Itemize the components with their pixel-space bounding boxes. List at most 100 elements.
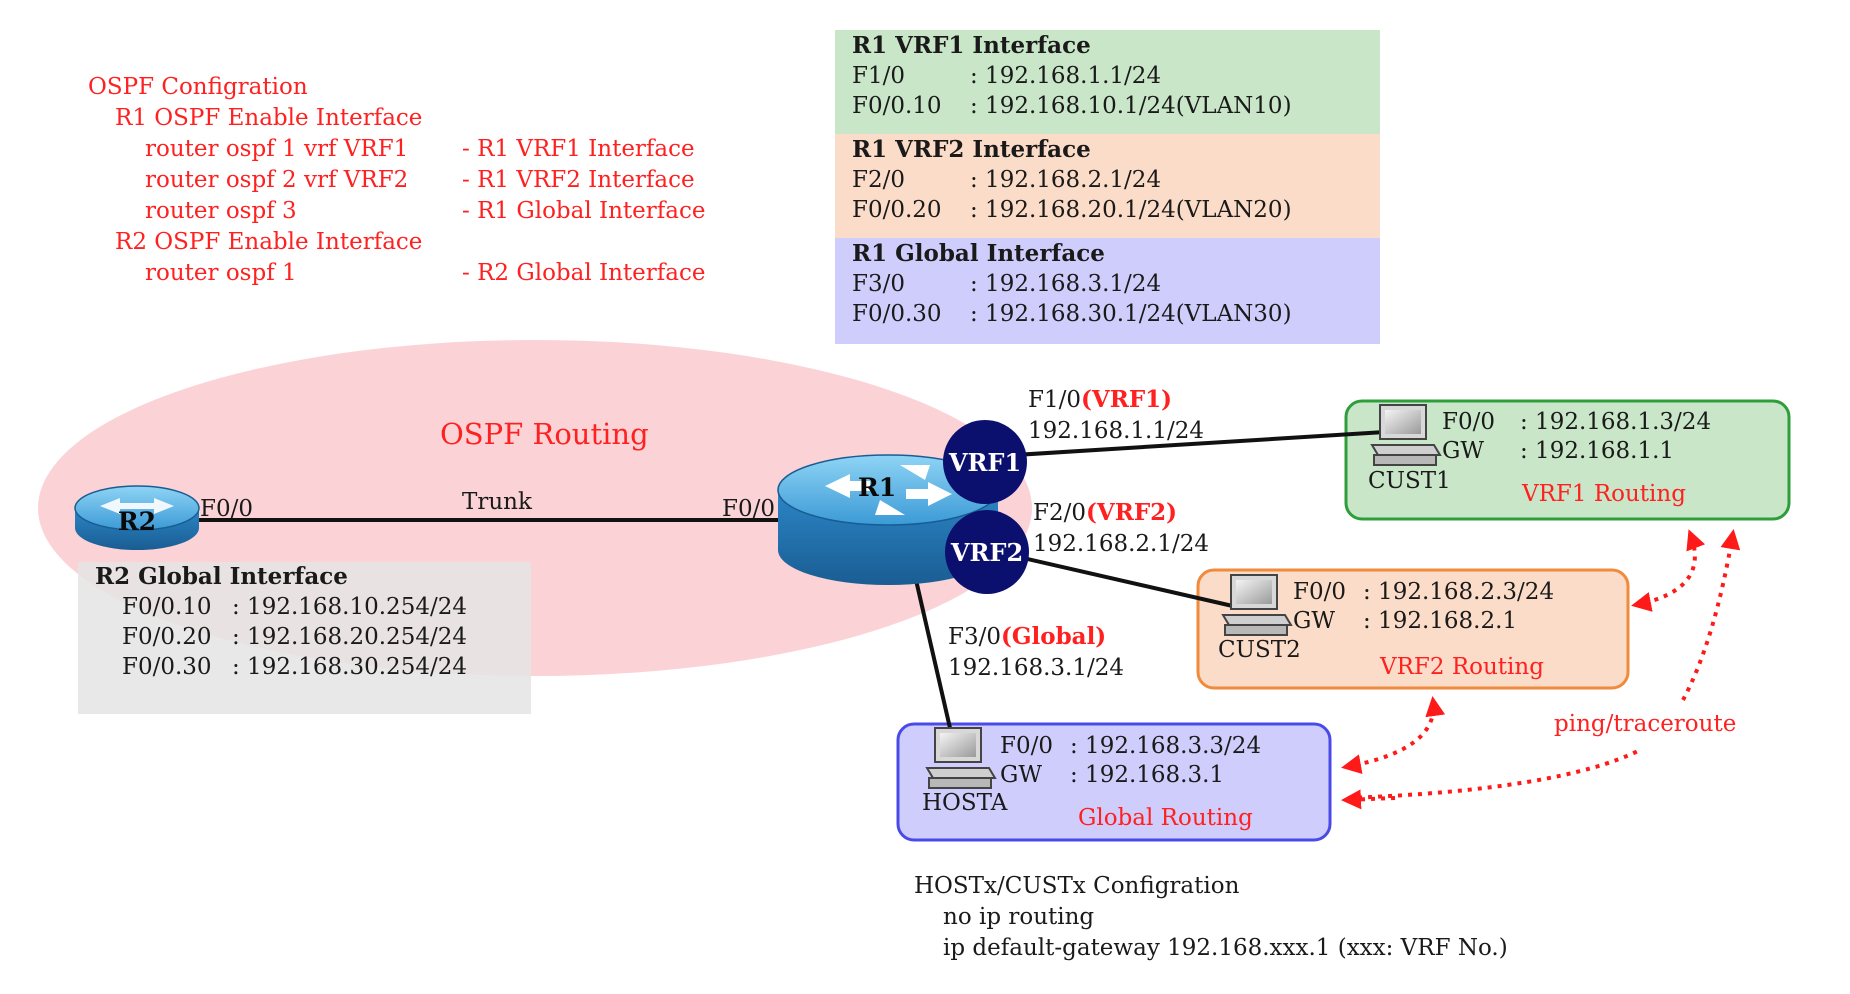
cust1-ip: : 192.168.1.3/24 <box>1520 409 1711 435</box>
r1-vrf1-row1-addr: : 192.168.1.1/24 <box>970 63 1161 89</box>
r1-ospf-target-2: - R1 VRF2 Interface <box>462 167 695 193</box>
ping-arrow-to-hosta-tail <box>1341 789 1396 810</box>
r1-vrf2-table-bg <box>835 134 1380 238</box>
hosta-box <box>896 722 1332 842</box>
hosta-info: HOSTA F0/0 : 192.168.3.3/24 GW : 192.168… <box>922 733 1261 831</box>
r1-vrf2-row1-intf: F2/0 <box>852 167 905 193</box>
vrf1-instance[interactable]: VRF1 <box>943 420 1027 504</box>
vrf1-label: VRF1 <box>948 448 1021 477</box>
r1-global-table-title: R1 Global Interface <box>852 240 1105 267</box>
r1-name: R1 <box>858 473 896 502</box>
ping-arrow-to-cust1 <box>1681 529 1741 701</box>
cust1-pc-icon[interactable] <box>1370 404 1442 466</box>
f20-port: F2/0 <box>1033 500 1086 526</box>
r1-ospf-header: R1 OSPF Enable Interface <box>115 105 422 131</box>
r1-port-labels: F1/0(VRF1) 192.168.1.1/24 F2/0(VRF2) 192… <box>948 386 1209 681</box>
f10-ip: 192.168.1.1/24 <box>1028 418 1204 444</box>
cust1-gw-label: GW <box>1442 438 1484 464</box>
r2-ospf-target-1: - R2 Global Interface <box>462 260 706 286</box>
ping-arrows <box>1341 529 1741 810</box>
hosta-pc-icon[interactable] <box>925 727 997 789</box>
f10-tag: (VRF1) <box>1081 386 1172 413</box>
r1-vrf2-row2-addr: : 192.168.20.1/24(VLAN20) <box>970 197 1292 223</box>
link-r1-hosta <box>914 579 952 729</box>
r2-name: R2 <box>118 507 156 536</box>
f30-port: F3/0 <box>948 624 1001 650</box>
f30-label: F3/0(Global) <box>948 623 1106 650</box>
link-r1-cust1 <box>1014 430 1386 457</box>
hosta-ip-label: F0/0 <box>1000 733 1053 759</box>
r2-table-title: R2 Global Interface <box>95 563 348 590</box>
r1-ospf-target-1: - R1 VRF1 Interface <box>462 136 695 162</box>
r1-port-f00: F0/0 <box>722 496 775 522</box>
r2-ospf-cmd-1: router ospf 1 <box>145 260 297 286</box>
hosta-ip: : 192.168.3.3/24 <box>1070 733 1261 759</box>
r1-vrf2-row1-addr: : 192.168.2.1/24 <box>970 167 1161 193</box>
r1-ospf-cmd-1: router ospf 1 vrf VRF1 <box>145 136 408 162</box>
r2-table-bg <box>78 562 531 714</box>
host-config-title: HOSTx/CUSTx Configration <box>914 873 1240 899</box>
cust1-ip-label: F0/0 <box>1442 409 1495 435</box>
host-config-line-2: ip default-gateway 192.168.xxx.1 (xxx: V… <box>943 935 1508 961</box>
cust1-routing: VRF1 Routing <box>1521 481 1686 507</box>
f30-tag: (Global) <box>1001 623 1106 650</box>
ping-arrow-hosta-cust2 <box>1341 696 1446 775</box>
r2-row1-addr: : 192.168.10.254/24 <box>232 594 467 620</box>
r1-vrf2-row2-intf: F0/0.20 <box>852 197 942 223</box>
vrf2-label: VRF2 <box>950 538 1023 567</box>
host-config-line-1: no ip routing <box>943 904 1094 930</box>
r2-interface-table: R2 Global Interface F0/0.10 : 192.168.10… <box>95 563 467 680</box>
host-config: HOSTx/CUSTx Configration no ip routing i… <box>914 873 1508 961</box>
r2-row3-addr: : 192.168.30.254/24 <box>232 654 467 680</box>
cust2-ip: : 192.168.2.3/24 <box>1363 579 1554 605</box>
ping-label: ping/traceroute <box>1554 711 1736 737</box>
hosta-routing: Global Routing <box>1078 805 1253 831</box>
hosta-gw: : 192.168.3.1 <box>1070 762 1224 788</box>
cust2-box <box>1196 568 1630 690</box>
r2-router-icon[interactable]: R2 <box>74 485 200 550</box>
r1-global-table-bg <box>835 238 1380 344</box>
r1-vrf1-table-bg <box>835 30 1380 134</box>
cust2-gw: : 192.168.2.1 <box>1363 608 1517 634</box>
ospf-config-title: OSPF Configration <box>88 74 308 100</box>
ospf-area-label: OSPF Routing <box>440 417 649 451</box>
cust1-info: CUST1 F0/0 : 192.168.1.3/24 GW : 192.168… <box>1368 409 1711 507</box>
r1-ospf-cmd-3: router ospf 3 <box>145 198 297 224</box>
r2-row2-intf: F0/0.20 <box>122 624 212 650</box>
r1-router-icon[interactable]: R1 <box>777 454 999 585</box>
r1-ospf-cmd-2: router ospf 2 vrf VRF2 <box>145 167 408 193</box>
f10-label: F1/0(VRF1) <box>1028 386 1172 413</box>
link-r1-cust2 <box>1009 553 1238 609</box>
r2-row3-intf: F0/0.30 <box>122 654 212 680</box>
r1-ospf-target-3: - R1 Global Interface <box>462 198 706 224</box>
r1-global-row1-addr: : 192.168.3.1/24 <box>970 271 1161 297</box>
cust2-routing: VRF2 Routing <box>1379 654 1544 680</box>
r1-global-row2-intf: F0/0.30 <box>852 301 942 327</box>
vrf2-instance[interactable]: VRF2 <box>945 510 1029 594</box>
cust2-ip-label: F0/0 <box>1293 579 1346 605</box>
cust2-gw-label: GW <box>1293 608 1335 634</box>
r2-port-f00: F0/0 <box>200 496 253 522</box>
cust1-box <box>1344 399 1791 521</box>
r1-interface-tables: R1 VRF1 Interface F1/0 : 192.168.1.1/24 … <box>835 30 1380 344</box>
cust2-name: CUST2 <box>1218 637 1301 663</box>
f20-label: F2/0(VRF2) <box>1033 499 1177 526</box>
f20-tag: (VRF2) <box>1086 499 1177 526</box>
f20-ip: 192.168.2.1/24 <box>1033 531 1209 557</box>
r2-ospf-header: R2 OSPF Enable Interface <box>115 229 422 255</box>
ping-arrow-hosta-cust1 <box>1347 748 1641 800</box>
r1-vrf1-table-title: R1 VRF1 Interface <box>852 32 1091 59</box>
r1-global-row2-addr: : 192.168.30.1/24(VLAN30) <box>970 301 1292 327</box>
cust2-pc-icon[interactable] <box>1221 574 1293 636</box>
r2-row1-intf: F0/0.10 <box>122 594 212 620</box>
r1-vrf2-table-title: R1 VRF2 Interface <box>852 136 1091 163</box>
r1-vrf1-row2-addr: : 192.168.10.1/24(VLAN10) <box>970 93 1292 119</box>
ping-arrow-cust2-cust1 <box>1631 529 1706 612</box>
cust2-info: CUST2 F0/0 : 192.168.2.3/24 GW : 192.168… <box>1218 579 1554 680</box>
r1-global-row1-intf: F3/0 <box>852 271 905 297</box>
hosta-gw-label: GW <box>1000 762 1042 788</box>
hosta-name: HOSTA <box>922 790 1008 816</box>
f10-port: F1/0 <box>1028 387 1081 413</box>
trunk-label: Trunk <box>462 489 533 515</box>
